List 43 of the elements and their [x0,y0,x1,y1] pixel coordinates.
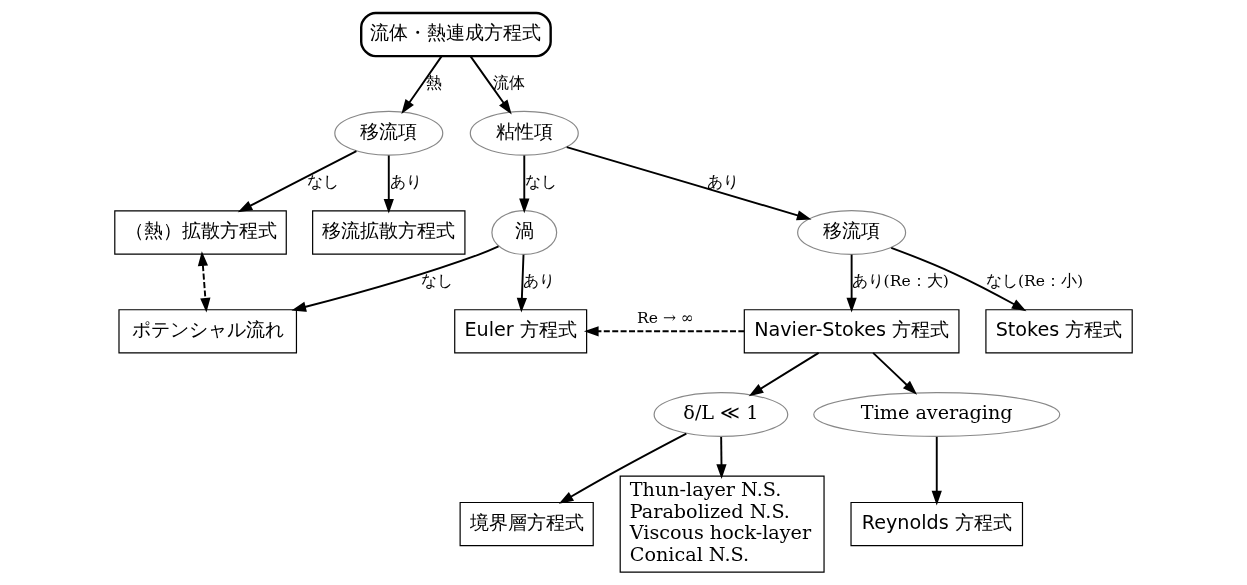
arrow [469,55,512,115]
edge-label: 熱 [425,73,442,92]
node-ellipse: Time averaging [813,392,1061,438]
arrow [931,435,942,506]
arrow [237,150,358,213]
node-ellipse: δ/L ≪ 1 [653,392,789,438]
node-box: ポテンシャル流れ [118,309,298,354]
arrow [516,253,527,313]
node-box: 境界層方程式 [459,501,594,547]
arrow [383,154,394,214]
edge-label: あり [522,272,555,291]
edge-label: なし(Re：小) [985,272,1084,291]
edge-label: Re → ∞ [637,309,694,328]
node-box: 移流拡散方程式 [312,210,466,255]
node-box: （熱）拡散方程式 [114,210,287,255]
arrow [558,432,688,504]
edge-label: 流体 [492,73,525,92]
node-box: Stokes 方程式 [985,309,1133,354]
arrow [748,351,820,397]
node-box: Thun-layer N.S. Parabolized N.S. Viscous hock-layer Conical N.S. [619,475,825,573]
node-ellipse: 移流項 [334,110,444,156]
edge-label: あり [389,173,422,191]
arrow [565,146,812,221]
node-ellipse: 粘性項 [469,110,579,156]
arrow [519,154,530,214]
arrow [291,245,500,312]
edge-label: なし [306,173,339,191]
edge-label: あり [707,173,740,191]
arrow [197,251,211,313]
node-box: Euler 方程式 [454,309,588,354]
arrow [401,55,443,115]
arrow [583,326,746,337]
edge-label: なし [525,173,558,191]
node-box: Reynolds 方程式 [850,501,1024,547]
node-ellipse: 渦 [491,210,558,256]
arrow [890,246,1027,312]
node-box: Navier-Stokes 方程式 [743,309,960,354]
arrow [846,253,857,313]
edge-label: あり(Re：大) [851,272,949,291]
node-box: 流体・熱連成方程式 [360,11,552,58]
arrow [872,351,918,395]
edge-label: なし [420,272,453,291]
arrow [716,435,727,479]
